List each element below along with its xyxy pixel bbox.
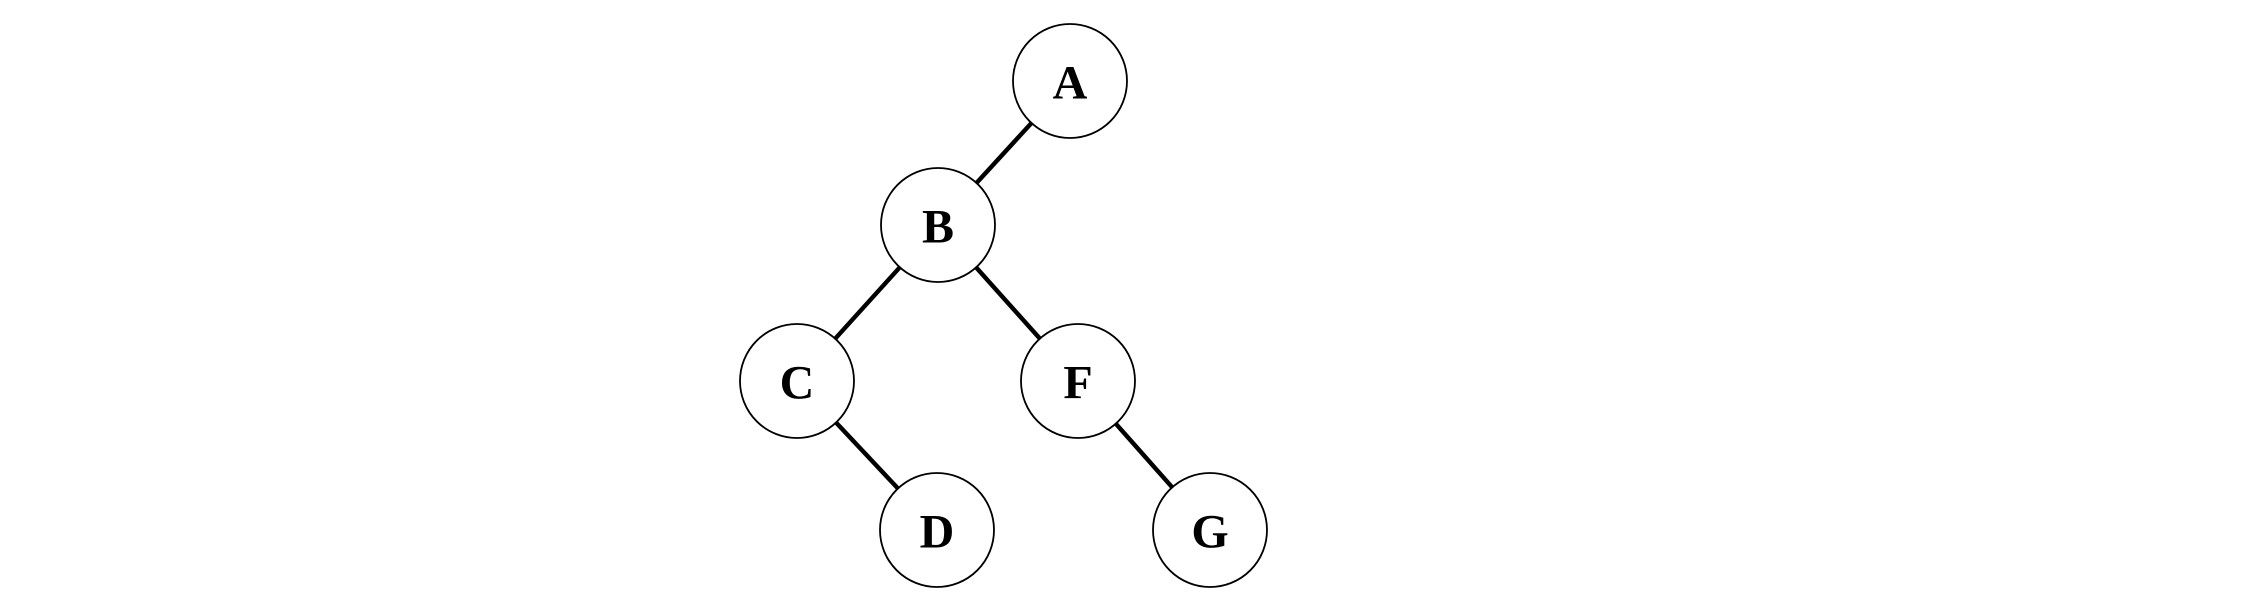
tree-edge-F-G bbox=[1114, 422, 1174, 489]
tree-node-F: F bbox=[1020, 323, 1136, 439]
tree-edge-B-F bbox=[974, 265, 1042, 341]
node-circle-D bbox=[879, 472, 995, 588]
tree-node-C: C bbox=[739, 323, 855, 439]
tree-edge-B-C bbox=[833, 265, 902, 341]
node-circle-F bbox=[1020, 323, 1136, 439]
tree-node-A: A bbox=[1012, 23, 1128, 139]
node-label-D: D bbox=[920, 505, 955, 558]
tree-node-B: B bbox=[880, 167, 996, 283]
tree-edge-A-B bbox=[974, 121, 1034, 185]
node-circle-G bbox=[1152, 472, 1268, 588]
tree-edge-C-D bbox=[834, 420, 900, 491]
node-circle-C bbox=[739, 323, 855, 439]
node-circle-A bbox=[1012, 23, 1128, 139]
node-label-A: A bbox=[1053, 56, 1088, 109]
tree-node-D: D bbox=[879, 472, 995, 588]
node-label-C: C bbox=[780, 356, 815, 409]
node-circle-B bbox=[880, 167, 996, 283]
node-label-F: F bbox=[1063, 356, 1092, 409]
node-label-G: G bbox=[1191, 505, 1228, 558]
tree-node-G: G bbox=[1152, 472, 1268, 588]
node-label-B: B bbox=[922, 200, 954, 253]
